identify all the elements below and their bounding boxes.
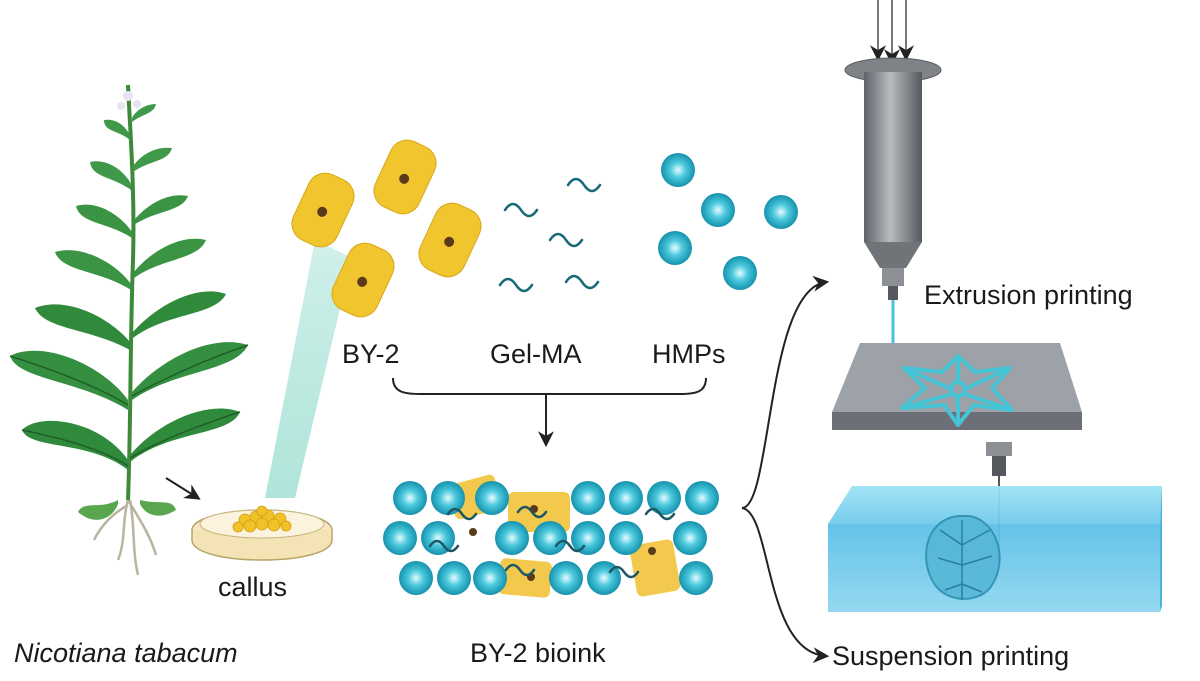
hmps-label: HMPs — [652, 339, 726, 369]
bioink-hmp-bead — [475, 481, 509, 515]
gelma-fibers-group — [498, 177, 602, 293]
branch-to-extrusion-arrow — [741, 275, 830, 509]
extrusion-printing-label: Extrusion printing — [924, 280, 1133, 310]
bioink-label: BY-2 bioink — [470, 638, 606, 668]
bioink-icon — [383, 474, 719, 598]
bioink-hmp-bead — [571, 521, 605, 555]
bioink-hmp-bead — [393, 481, 427, 515]
gelma-label: Gel-MA — [490, 339, 582, 369]
by2-cell — [418, 202, 482, 278]
bioink-hmp-bead — [533, 521, 567, 555]
species-label: Nicotiana tabacum — [14, 638, 238, 668]
plant-to-dish-arrow — [165, 477, 201, 500]
syringe-icon — [844, 0, 942, 370]
bioink-hmp-bead — [383, 521, 417, 555]
bioink-hmp-bead — [473, 561, 507, 595]
bioink-hmp-bead — [685, 481, 719, 515]
branch-to-suspension-arrow — [741, 507, 830, 664]
combine-bracket — [392, 377, 707, 395]
hmp-bead — [764, 195, 798, 229]
by2-cell — [291, 172, 355, 248]
bioink-hmp-bead — [673, 521, 707, 555]
gelma-fiber — [503, 202, 539, 218]
magnify-beam — [265, 240, 352, 498]
callus-label: callus — [218, 572, 288, 602]
bioink-hmp-bead — [399, 561, 433, 595]
bioink-hmp-bead — [431, 481, 465, 515]
hmp-bead — [658, 231, 692, 265]
by2-cell — [373, 139, 437, 215]
bioink-hmp-bead — [609, 521, 643, 555]
by2-label: BY-2 — [342, 339, 400, 369]
suspension-bath-icon — [828, 486, 1162, 612]
star-print-icon — [900, 354, 1014, 427]
hmp-bead — [723, 256, 757, 290]
gelma-fiber — [564, 274, 600, 290]
suspension-printing-label: Suspension printing — [832, 641, 1070, 671]
bioink-hmp-bead — [437, 561, 471, 595]
hmp-bead — [701, 193, 735, 227]
bioink-hmp-bead — [609, 481, 643, 515]
tobacco-plant-icon — [9, 84, 249, 576]
bioink-hmp-bead — [549, 561, 583, 595]
bioink-hmp-bead — [571, 481, 605, 515]
gelma-fiber — [498, 277, 534, 293]
petri-dish-icon — [191, 505, 333, 561]
by2-cells-group — [291, 139, 482, 318]
gelma-fiber — [548, 232, 584, 248]
hmp-group — [658, 153, 798, 290]
bioink-hmp-bead — [679, 561, 713, 595]
bioink-hmp-bead — [495, 521, 529, 555]
hmp-bead — [661, 153, 695, 187]
bioink-hmp-bead — [647, 481, 681, 515]
gelma-fiber — [566, 177, 602, 193]
by2-cell — [331, 242, 395, 318]
